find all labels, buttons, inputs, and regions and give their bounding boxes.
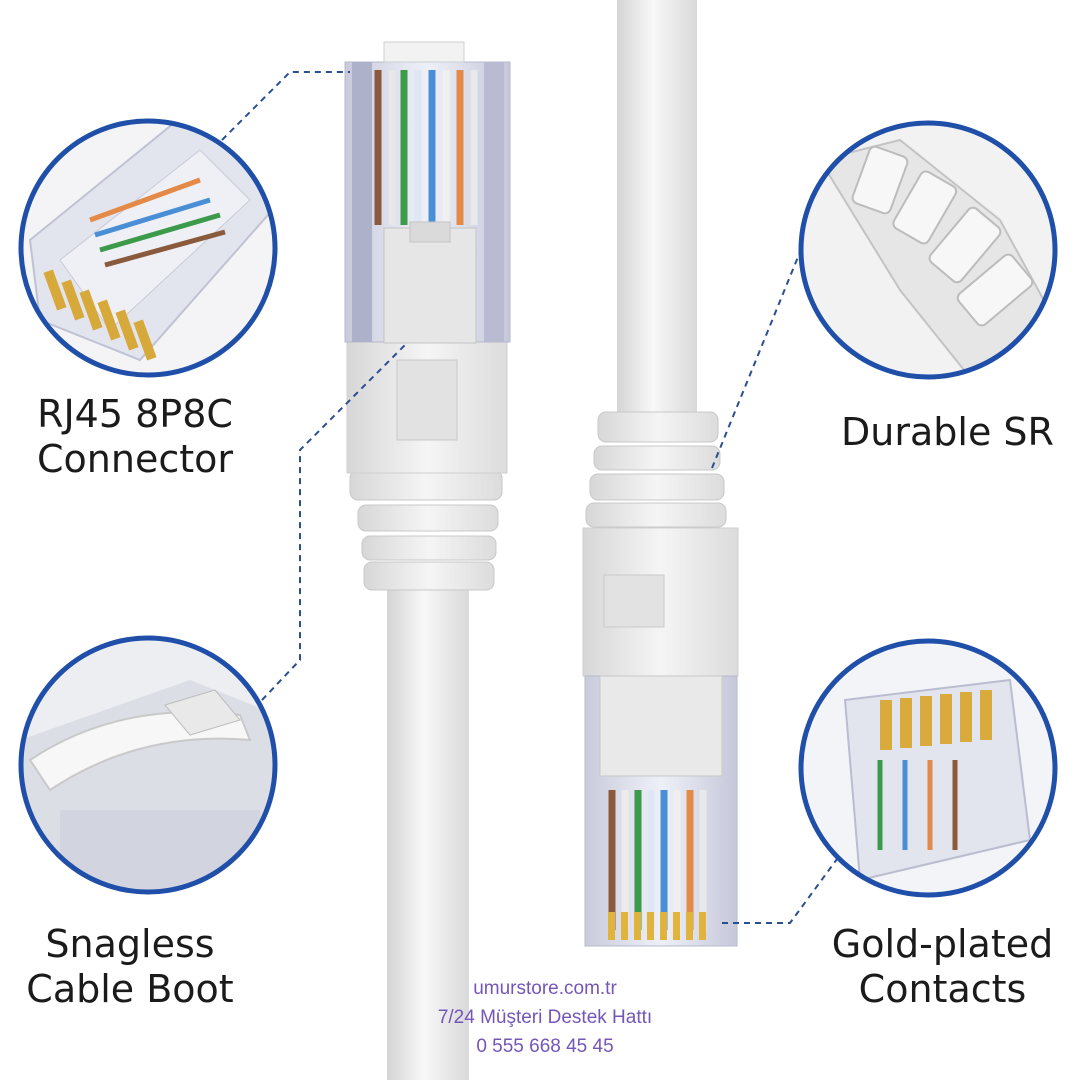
callout-durable-sr: Durable SR	[815, 410, 1080, 455]
callout-gold-line1: Gold-plated	[831, 922, 1054, 966]
right-cable	[582, 0, 739, 947]
callout-durable-line1: Durable SR	[841, 410, 1054, 454]
callout-snagless-boot: Snagless Cable Boot	[0, 922, 260, 1012]
callout-rj45-line2: Connector	[37, 437, 233, 481]
callout-rj45-connector: RJ45 8P8C Connector	[0, 392, 270, 482]
zoom-circle-strain-relief	[798, 120, 1058, 380]
leader-lines	[221, 71, 841, 924]
left-cable	[344, 41, 511, 1080]
zoom-circle-rj45	[18, 118, 278, 378]
callout-snagless-line1: Snagless	[45, 922, 215, 966]
zoom-circle-gold-contacts	[798, 638, 1058, 898]
store-hotline: 7/24 Müşteri Destek Hattı	[437, 1007, 653, 1028]
callout-gold-contacts: Gold-plated Contacts	[805, 922, 1080, 1012]
callout-gold-line2: Contacts	[858, 967, 1027, 1011]
zoom-circle-boot	[18, 635, 278, 895]
store-phone: 0 555 668 45 45	[476, 1036, 614, 1057]
store-site: umurstore.com.tr	[473, 978, 617, 999]
store-watermark: umurstore.com.tr 7/24 Müşteri Destek Hat…	[380, 974, 710, 1061]
callout-rj45-line1: RJ45 8P8C	[37, 392, 233, 436]
callout-snagless-line2: Cable Boot	[26, 967, 234, 1011]
